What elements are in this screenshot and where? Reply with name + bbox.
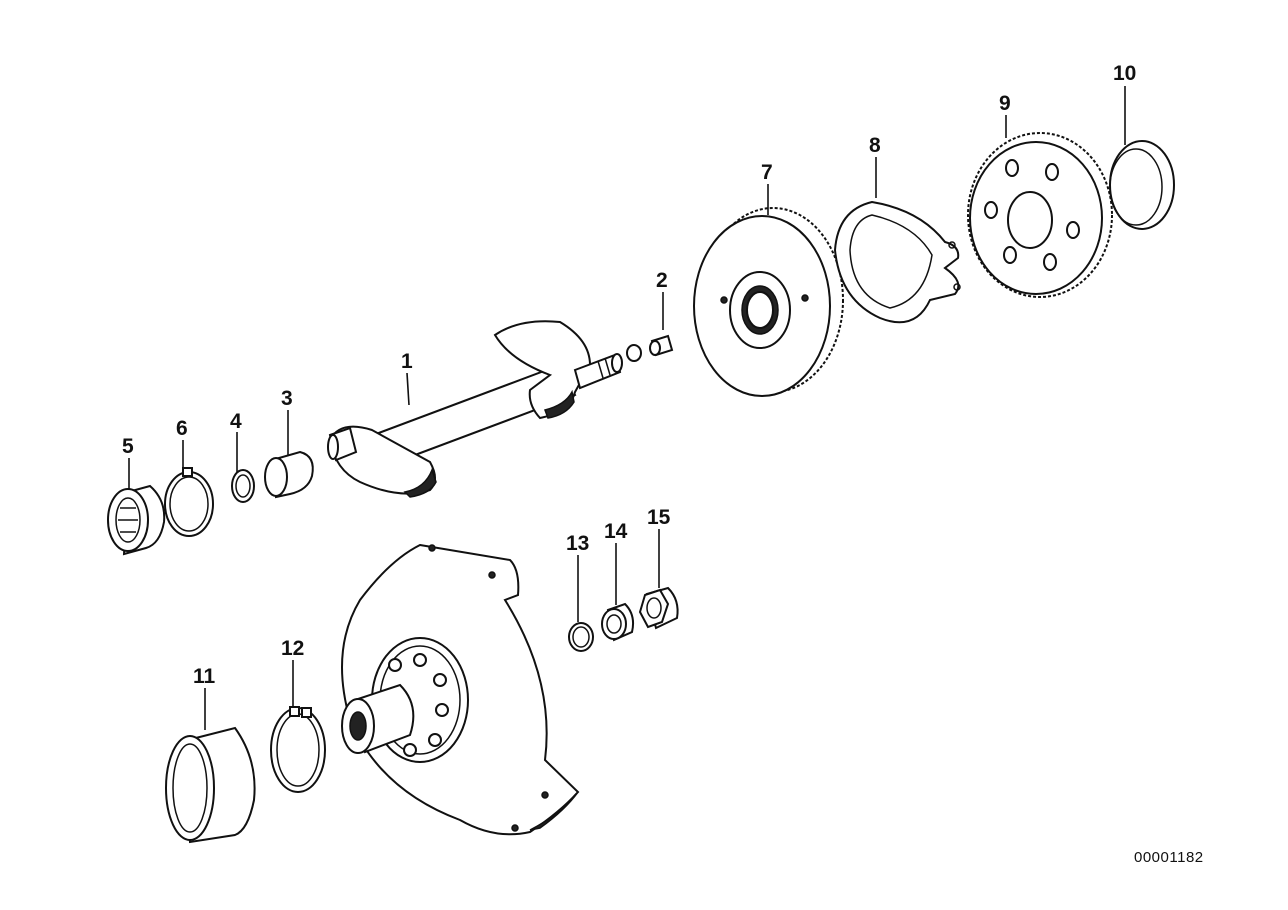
ring-gear xyxy=(967,132,1113,298)
callout-13: 13 xyxy=(566,532,589,555)
callout-15: 15 xyxy=(647,506,671,529)
callouts: 1 2 3 4 5 6 7 8 9 10 11 12 13 14 15 xyxy=(122,62,1136,688)
callout-6: 6 xyxy=(176,417,188,440)
crankshaft xyxy=(327,320,623,498)
bush xyxy=(626,334,674,362)
callout-14: 14 xyxy=(604,520,628,543)
callout-12: 12 xyxy=(281,637,304,660)
washer xyxy=(568,622,594,652)
callout-8: 8 xyxy=(869,134,881,157)
spacer-bush xyxy=(601,602,635,642)
spur-gear xyxy=(693,207,844,397)
retaining-plate xyxy=(833,200,961,324)
shaft-seal xyxy=(165,726,256,844)
seal-ring xyxy=(1109,140,1175,230)
callout-4: 4 xyxy=(230,410,242,433)
circlip-large xyxy=(270,706,326,793)
callout-7: 7 xyxy=(761,161,773,184)
callout-2: 2 xyxy=(656,269,668,292)
document-number: 00001182 xyxy=(1134,849,1204,866)
lock-nut xyxy=(638,586,679,630)
sleeve xyxy=(264,450,314,499)
output-flange xyxy=(341,543,580,836)
callout-3: 3 xyxy=(281,387,293,410)
callout-9: 9 xyxy=(999,92,1011,115)
circlip xyxy=(164,467,214,537)
circlip-small xyxy=(231,469,255,503)
callout-5: 5 xyxy=(122,435,134,458)
callout-1: 1 xyxy=(401,350,413,373)
callout-11: 11 xyxy=(193,665,216,688)
callout-10: 10 xyxy=(1113,62,1136,85)
needle-bearing xyxy=(107,484,166,556)
leader-lines xyxy=(128,86,1126,730)
